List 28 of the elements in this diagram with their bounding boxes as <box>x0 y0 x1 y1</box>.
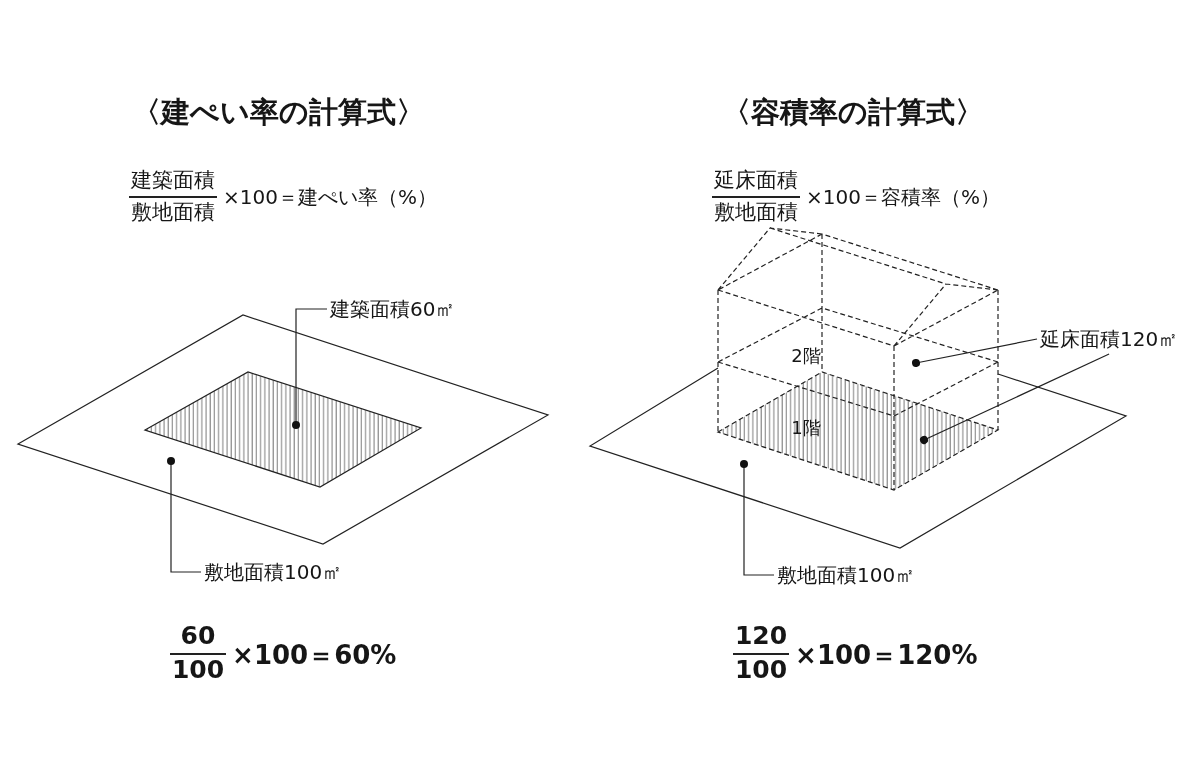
result-formula: ×100＝60% <box>232 639 397 671</box>
hatched-building-footprint <box>143 370 423 489</box>
floor-label: 2階 <box>791 345 821 367</box>
leader-line <box>740 460 775 576</box>
formula-text: ×100＝容積率（%） <box>806 185 1000 209</box>
fraction-numerator: 建築面積 <box>131 167 215 193</box>
section-heading: 〈建ぺい率の計算式〉 <box>132 94 425 130</box>
leader-line <box>167 457 202 573</box>
area-label: 敷地面積100㎡ <box>204 560 343 584</box>
fraction-numerator: 60 <box>180 621 216 651</box>
formula-text: ×100＝建ぺい率（%） <box>223 185 437 209</box>
result-formula: ×100＝120% <box>795 639 978 671</box>
site-outline <box>588 366 1128 550</box>
fraction-denominator: 100 <box>171 655 225 685</box>
fraction-numerator: 延床面積 <box>714 167 798 193</box>
fraction-numerator: 120 <box>734 621 788 651</box>
area-label: 延床面積120㎡ <box>1040 327 1179 351</box>
area-label: 敷地面積100㎡ <box>777 563 916 587</box>
section-heading: 〈容積率の計算式〉 <box>722 94 984 130</box>
floor-label: 1階 <box>791 417 821 439</box>
fraction-denominator: 敷地面積 <box>714 199 798 225</box>
fraction-denominator: 敷地面積 <box>131 199 215 225</box>
leader-line <box>920 353 1110 444</box>
fraction-denominator: 100 <box>734 655 788 685</box>
area-label: 建築面積60㎡ <box>330 297 456 321</box>
hatched-first-floor <box>716 370 1000 492</box>
leader-line <box>912 338 1038 367</box>
leader-line <box>292 308 328 429</box>
